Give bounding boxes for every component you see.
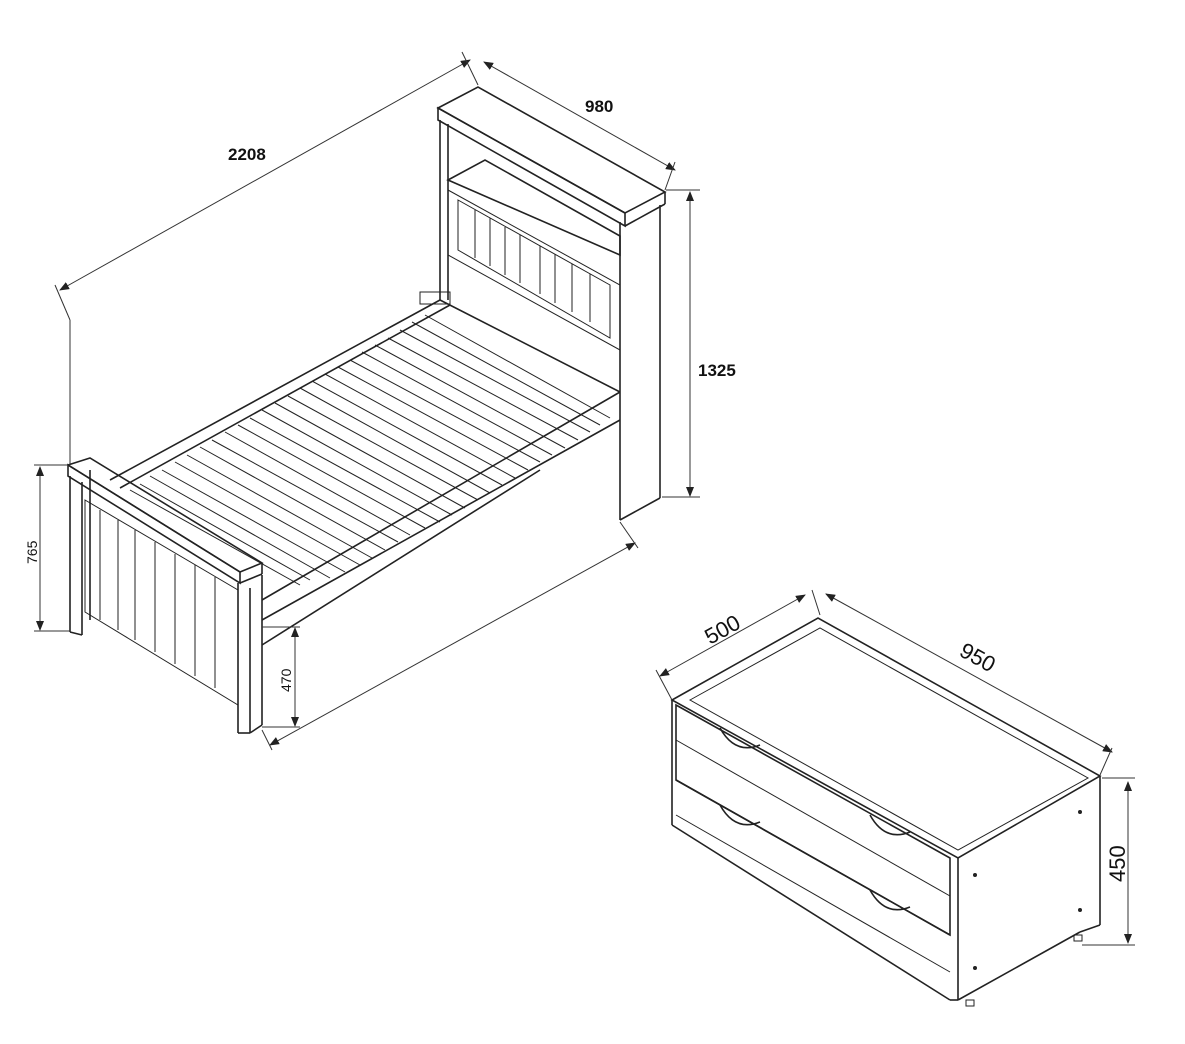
slats [129,314,611,586]
trundle-dimensions: 500 950 450 [655,589,1135,946]
bracket [419,291,451,305]
bed-drawing [66,86,667,734]
footboard [66,457,264,734]
bed-dimensions: 2208 980 1325 765 470 [24,51,736,751]
dimension-rail-height-label: 470 [278,668,294,692]
dimension-width-label: 980 [585,97,613,116]
dimension-length-label: 950 [956,638,1000,678]
dimension-headboard-height-label: 1325 [698,361,736,380]
trundle-drawer-drawing [670,617,1102,1007]
dimension-height-label: 450 [1105,845,1130,882]
dimension-length-label: 2208 [228,145,266,164]
dimension-footboard-height-label: 765 [24,540,40,564]
dimension-depth-label: 500 [700,610,744,650]
